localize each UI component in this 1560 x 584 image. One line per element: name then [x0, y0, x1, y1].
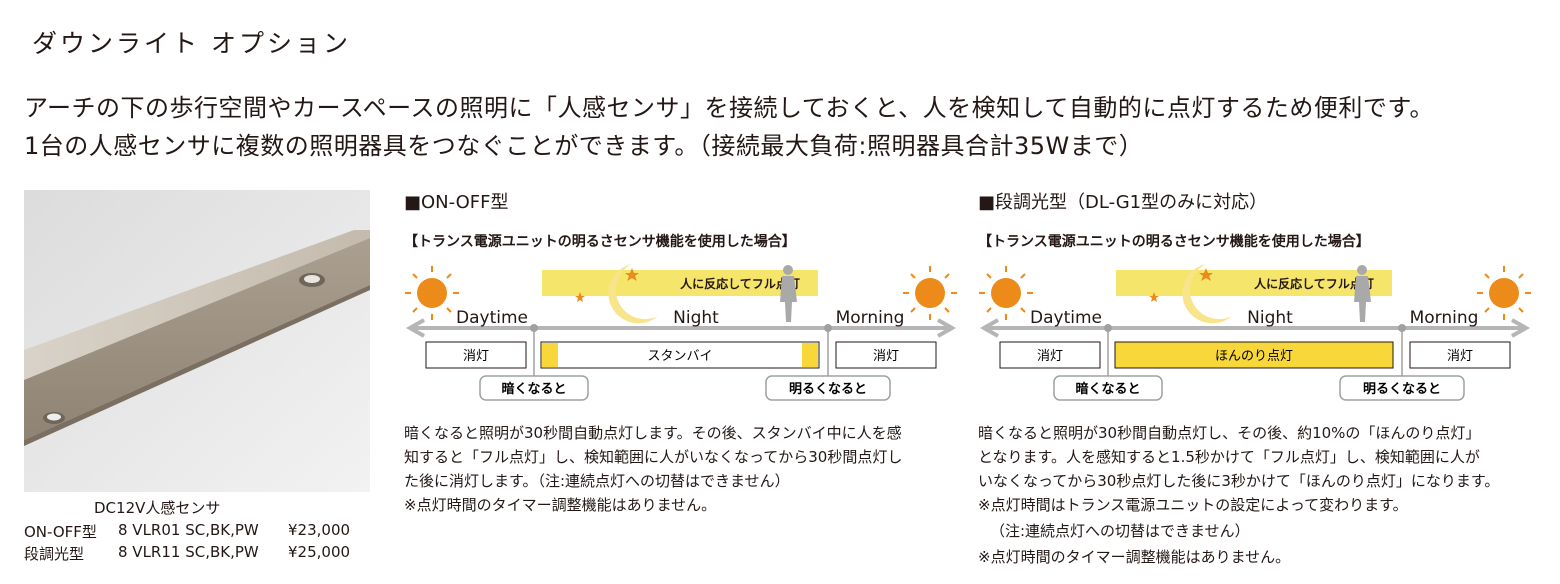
product-type-dimmer: 段調光型 — [24, 545, 85, 563]
detection-banner — [542, 270, 818, 296]
trigger-dark — [479, 375, 589, 401]
dimmer-desc-6: ※点灯時間のタイマー調整機能はありません。 — [978, 548, 1291, 566]
label-night: Night — [1247, 308, 1293, 328]
dimmer-desc-1: 暗くなると照明が30秒間自動点灯し、その後、約10%の「ほんのり点灯」 — [978, 424, 1481, 442]
state-box-off-left — [999, 341, 1101, 369]
product-price-onoff: ¥23,000 — [288, 521, 351, 539]
person-icon — [780, 265, 797, 322]
state-box-off-right — [1409, 341, 1511, 369]
star-icon — [575, 292, 585, 302]
dimmer-desc-4: ※点灯時間はトランス電源ユニットの設定によって変わります。 — [978, 496, 1408, 514]
onoff-subheading: 【トランス電源ユニットの明るさセンサ機能を使用した場合】 — [404, 234, 796, 250]
state-dim: ほんのり点灯 — [1215, 349, 1293, 364]
dimmer-timeline-diagram: 人に反応してフル点灯 Daytime Night Morning 消灯 — [979, 264, 1531, 401]
state-box-standby — [540, 341, 820, 369]
trigger-dark-text: 暗くなると — [501, 381, 566, 397]
trigger-dark — [1053, 375, 1163, 401]
sun-icon-right — [903, 266, 957, 320]
moon-icon — [1182, 264, 1232, 324]
star-icon — [625, 268, 639, 281]
intro-line-2: 1台の人感センサに複数の照明器具をつなぐことができます。（接続最大負荷:照明器具… — [24, 132, 1144, 160]
star-icon — [1149, 292, 1159, 302]
intro-line-1: アーチの下の歩行空間やカースペースの照明に「人感センサ」を接続しておくと、人を検… — [24, 94, 1434, 122]
onoff-desc-2: 知すると「フル点灯」し、検知範囲に人がいなくなってから30秒間点灯し — [404, 448, 903, 466]
timeline-arrow — [979, 318, 1531, 338]
state-off-right: 消灯 — [873, 349, 899, 364]
moon-icon — [608, 264, 658, 324]
onoff-desc-1: 暗くなると照明が30秒間自動点灯します。その後、スタンバイ中に人を感 — [404, 424, 902, 442]
sensor-product-photo — [24, 190, 370, 492]
timeline-arrow — [405, 318, 957, 338]
state-box-off-left — [425, 341, 527, 369]
state-off-left: 消灯 — [1037, 349, 1063, 364]
state-box-off-right — [835, 341, 937, 369]
state-off-left: 消灯 — [463, 349, 489, 364]
trigger-dark-text: 暗くなると — [1075, 381, 1140, 397]
trigger-bright — [765, 375, 891, 401]
product-price-dimmer: ¥25,000 — [288, 543, 351, 561]
label-morning: Morning — [1410, 308, 1479, 328]
state-box-dim — [1114, 341, 1394, 369]
state-off-right: 消灯 — [1447, 349, 1473, 364]
dimmer-desc-3: いなくなってから30秒点灯した後に3秒かけて「ほんのり点灯」になります。 — [978, 472, 1500, 490]
label-night: Night — [673, 308, 719, 328]
dimmer-desc-2: となります。人を感知すると1.5秒かけて「フル点灯」し、検知範囲に人が — [978, 448, 1480, 466]
banner-text: 人に反応してフル点灯 — [680, 276, 800, 291]
label-daytime: Daytime — [1030, 308, 1102, 328]
person-icon — [1354, 265, 1371, 322]
onoff-desc-4: ※点灯時間のタイマー調整機能はありません。 — [404, 496, 717, 514]
banner-text: 人に反応してフル点灯 — [1254, 276, 1374, 291]
sun-icon-left — [979, 266, 1033, 320]
trigger-bright — [1339, 375, 1465, 401]
trigger-bright-text: 明るくなると — [1363, 382, 1441, 397]
label-morning: Morning — [836, 308, 905, 328]
sun-icon-left — [405, 266, 459, 320]
page-title: ダウンライト オプション — [32, 29, 351, 58]
detection-banner — [1116, 270, 1392, 296]
onoff-timeline-diagram: 人に反応してフル点灯 Daytime Night Mor — [405, 264, 957, 401]
onoff-heading: ■ON-OFF型 — [404, 192, 509, 213]
dimmer-heading: ■段調光型（DL-G1型のみに対応） — [978, 192, 1268, 213]
state-standby: スタンバイ — [647, 349, 712, 364]
star-icon — [1199, 268, 1213, 281]
dimmer-desc-5: （注:連続点灯への切替はできません） — [990, 522, 1250, 540]
product-caption: DC12V人感センサ — [94, 499, 221, 517]
onoff-desc-3: た後に消灯します。（注:連続点灯への切替はできません） — [404, 472, 790, 490]
sun-icon-right — [1477, 266, 1531, 320]
dimmer-subheading: 【トランス電源ユニットの明るさセンサ機能を使用した場合】 — [978, 234, 1370, 250]
trigger-bright-text: 明るくなると — [789, 382, 867, 397]
product-type-onoff: ON-OFF型 — [24, 523, 97, 541]
label-daytime: Daytime — [456, 308, 528, 328]
product-code-onoff: 8 VLR01 SC,BK,PW — [118, 521, 259, 539]
product-code-dimmer: 8 VLR11 SC,BK,PW — [118, 543, 259, 561]
